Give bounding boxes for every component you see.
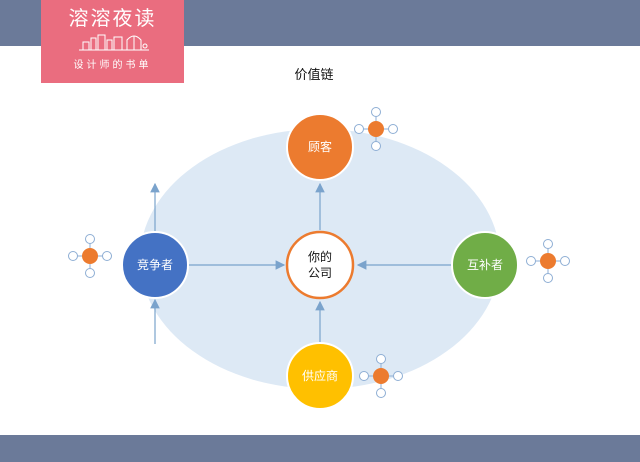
logo-subtitle: 设计师的书单 (73, 60, 152, 71)
company-label: 你的公司 (287, 232, 353, 298)
complementor-label-text: 互补者 (466, 258, 503, 272)
customer-label-text: 顾客 (307, 140, 332, 154)
bottom-banner (0, 435, 640, 462)
company-node (285, 230, 355, 300)
logo-badge: 溶溶夜读 设计师的书单 (41, 0, 184, 83)
molecule-icon (359, 354, 403, 398)
molecule-icon (354, 107, 398, 151)
competitor-node (121, 231, 189, 299)
company-label-text: 你的公司 (307, 250, 332, 280)
diagram-title: 价值链 (294, 68, 334, 83)
complementor-node (451, 231, 519, 299)
customer-node (286, 113, 354, 181)
logo-title: 溶溶夜读 (68, 6, 157, 30)
competitor-label-text: 竞争者 (136, 258, 173, 272)
competitor-label: 竞争者 (122, 232, 188, 298)
supplier-label-text: 供应商 (301, 369, 338, 383)
molecule-icon (526, 239, 570, 283)
supplier-node (286, 342, 354, 410)
complementor-label: 互补者 (452, 232, 518, 298)
molecule-icon (68, 234, 112, 278)
supplier-label: 供应商 (287, 343, 353, 409)
customer-label: 顾客 (287, 114, 353, 180)
city-skyline-icon (79, 34, 149, 51)
